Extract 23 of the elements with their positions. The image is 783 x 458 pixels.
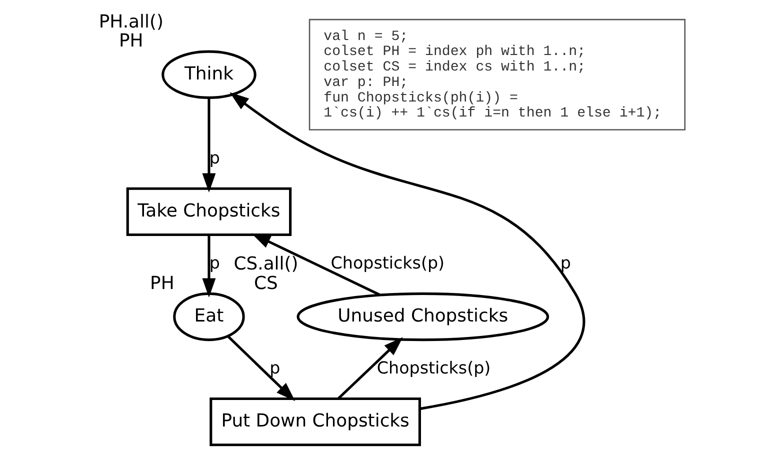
edge-label: Chopsticks(p)	[330, 254, 444, 273]
edge-label: p	[560, 254, 571, 273]
node-box: Put Down Chopsticks	[209, 397, 420, 446]
edge-label: p	[208, 148, 220, 168]
arrow	[337, 337, 402, 400]
arrow	[229, 92, 585, 410]
node-label: CS	[254, 272, 278, 294]
edge-label: Chopsticks(p)	[376, 358, 490, 378]
arrow	[250, 233, 380, 296]
node-label: PH	[118, 30, 143, 52]
node-box: Take Chopsticks	[126, 187, 292, 236]
node-ellipse: Eat	[172, 292, 244, 342]
edge-label: p	[269, 358, 280, 378]
node-label: CS.all()	[233, 254, 298, 275]
arrow	[226, 335, 295, 402]
node-label: PH	[150, 272, 174, 294]
node-ellipse: Think	[161, 50, 256, 99]
arrow	[202, 235, 216, 298]
node-ellipse: Unused Chopsticks	[296, 292, 549, 342]
node-label: PH.all()	[98, 11, 163, 32]
edge-label: p	[208, 254, 220, 273]
arrow	[202, 98, 216, 192]
node-box: val n = 5; colset PH = index ph with 1..n; colset CS = index cs with 1..n; var p: PH; fun Chopsticks(ph(i)) = 1`cs(i) ++ 1`cs(if i=n then 1 else i+1);	[308, 18, 686, 130]
